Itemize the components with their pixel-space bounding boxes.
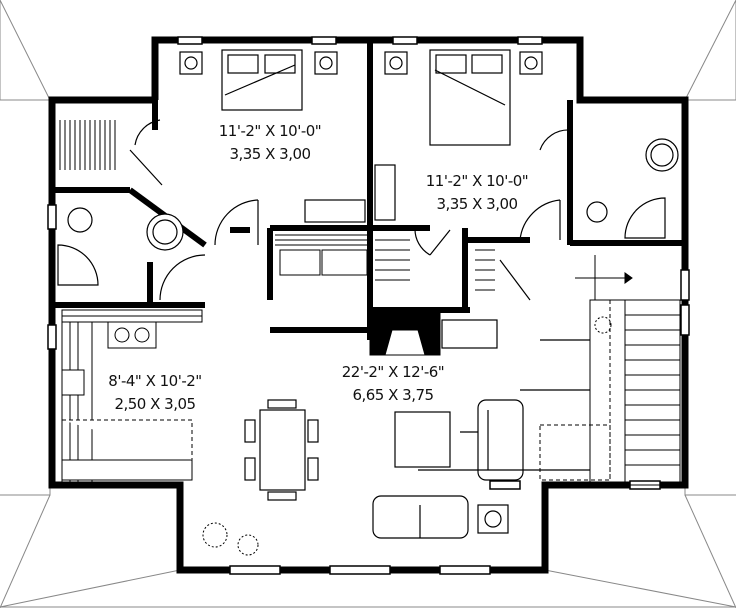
plants: [202, 316, 612, 556]
exterior-walls: [48, 36, 689, 574]
room-dimensions-metric: 6,65 X 3,75: [352, 386, 434, 404]
doors: [129, 119, 571, 301]
room-label-bedroom-left: 11'-2" X 10'-0" 3,35 X 3,00: [195, 120, 345, 166]
room-dimensions-metric: 2,50 X 3,05: [114, 395, 196, 413]
stairs: [539, 255, 681, 486]
room-label-bedroom-right: 11'-2" X 10'-0" 3,35 X 3,00: [402, 170, 552, 216]
room-label-kitchen: 8'-4" X 10'-2" 2,50 X 3,05: [90, 370, 220, 416]
room-dimensions-metric: 3,35 X 3,00: [229, 145, 311, 163]
closets: [59, 120, 495, 291]
room-dimensions-imperial: 11'-2" X 10'-0": [425, 172, 529, 190]
furniture: [244, 319, 590, 539]
room-dimensions-metric: 3,35 X 3,00: [436, 195, 518, 213]
room-dimensions-imperial: 8'-4" X 10'-2": [108, 372, 202, 390]
kitchen-counters: [61, 309, 203, 483]
bathrooms: [57, 138, 679, 286]
room-label-living-dining: 22'-2" X 12'-6" 6,65 X 3,75: [318, 361, 468, 407]
room-dimensions-imperial: 22'-2" X 12'-6": [341, 363, 445, 381]
interior-walls: [52, 40, 685, 340]
room-dimensions-imperial: 11'-2" X 10'-0": [218, 122, 322, 140]
beds: [179, 49, 543, 223]
